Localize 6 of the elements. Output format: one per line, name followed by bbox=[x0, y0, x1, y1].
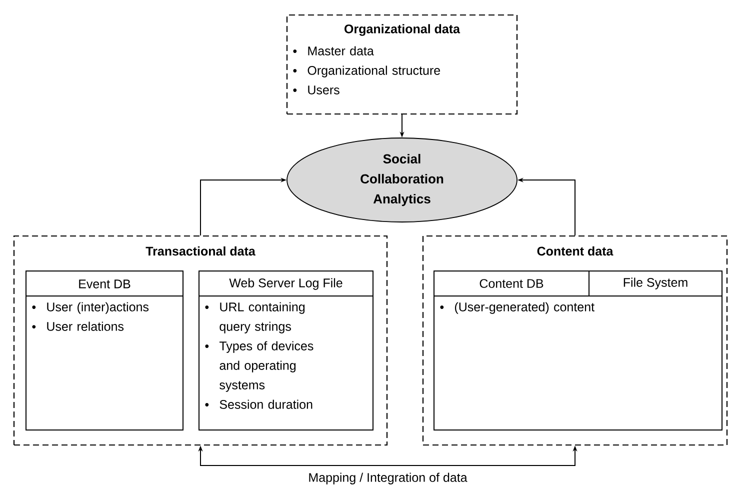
edge-label: Mapping / Integration of data bbox=[309, 472, 468, 484]
header-cell: Content DB bbox=[434, 270, 590, 296]
table-box: Web Server Log File URL containing query strings Types of devices and operating systems Session duration bbox=[198, 270, 374, 430]
dashed-group-box: Organizational data Master data Organizational structure Users bbox=[286, 14, 518, 115]
header-cell: File System bbox=[588, 270, 722, 296]
table-box: Event DB User (inter)actions User relations bbox=[26, 270, 184, 430]
